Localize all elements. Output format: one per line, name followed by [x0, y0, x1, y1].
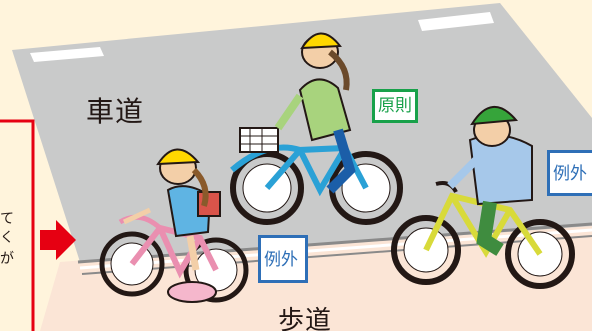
sidewalk-label: 歩道	[278, 306, 333, 331]
side-panel-text-fragment: て	[0, 211, 14, 227]
elderly-man-cyclist-icon	[391, 105, 575, 289]
principle-tag: 原則	[372, 89, 418, 123]
road-label: 車道	[86, 95, 145, 128]
woman-cyclist-icon	[230, 32, 403, 225]
curb-line-lower	[81, 235, 592, 275]
exception-tag-sidewalk: 例外	[258, 235, 308, 283]
child-cyclist-icon	[99, 148, 249, 303]
info-panel-border	[0, 119, 35, 331]
curb-line-inner	[79, 228, 592, 270]
right-arrow-icon	[40, 220, 76, 260]
road-surface	[12, 3, 592, 262]
side-panel-text-fragment: く	[0, 230, 14, 246]
lane-marking-left	[30, 47, 104, 62]
lane-marking-right	[418, 12, 494, 31]
side-panel-text-fragment: が	[0, 251, 14, 267]
curb-line	[77, 222, 592, 264]
sidewalk-surface	[40, 220, 592, 331]
exception-tag-elderly: 例外	[547, 150, 592, 196]
